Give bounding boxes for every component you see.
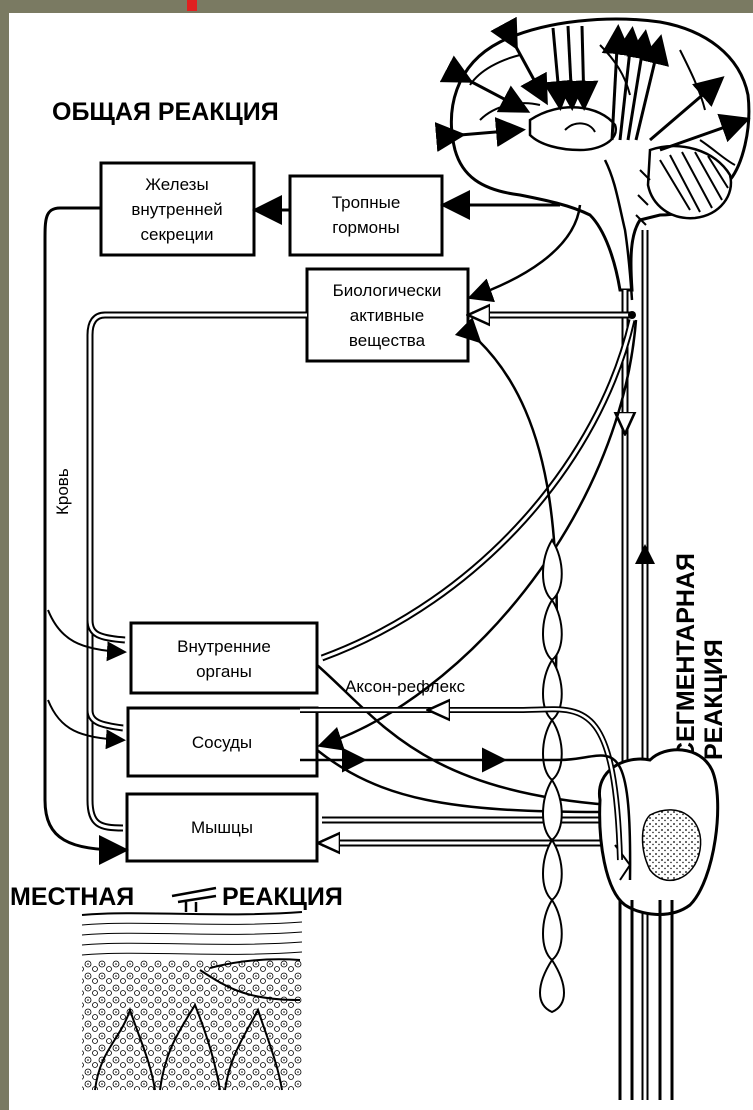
bio-line2: активные (350, 306, 424, 325)
bio-line3: вещества (349, 331, 426, 350)
brain-drawing (451, 19, 748, 300)
tap-icon (172, 888, 216, 914)
skin-tissue-drawing (82, 912, 302, 1090)
glands-line2: внутренней (131, 200, 222, 219)
muscles-label: Мышцы (191, 818, 253, 837)
glands-line1: Железы (145, 175, 208, 194)
axon-reflex-label: Аксон-рефлекс (345, 677, 466, 696)
tropic-line2: гормоны (332, 218, 400, 237)
sympathetic-chain (540, 540, 564, 1012)
organs-line2: органы (196, 662, 252, 681)
local-reaction-heading-right: РЕАКЦИЯ (222, 883, 343, 911)
muscles-box: Мышцы (127, 794, 317, 861)
internal-organs-box: Внутренние органы (131, 623, 317, 693)
segmental-heading-line1: СЕГМЕНТАРНАЯ (672, 553, 700, 760)
blood-label: Кровь (53, 468, 72, 515)
segmental-heading-line2: РЕАКЦИЯ (700, 639, 728, 760)
glands-box: Железы внутренней секреции (101, 163, 254, 255)
local-reaction-heading-left: МЕСТНАЯ (10, 883, 134, 911)
organs-line1: Внутренние (177, 637, 271, 656)
glands-line3: секреции (140, 225, 213, 244)
bio-active-substances-box: Биологически активные вещества (307, 269, 468, 361)
vessels-box: Сосуды (128, 708, 317, 776)
bio-line1: Биологически (333, 281, 442, 300)
general-reaction-heading: ОБЩАЯ РЕАКЦИЯ (52, 98, 279, 126)
tropic-hormones-box: Тропные гормоны (290, 176, 442, 255)
vessels-label: Сосуды (192, 733, 252, 752)
tropic-line1: Тропные (332, 193, 401, 212)
segmental-reaction-heading: СЕГМЕНТАРНАЯ РЕАКЦИЯ (672, 553, 728, 760)
